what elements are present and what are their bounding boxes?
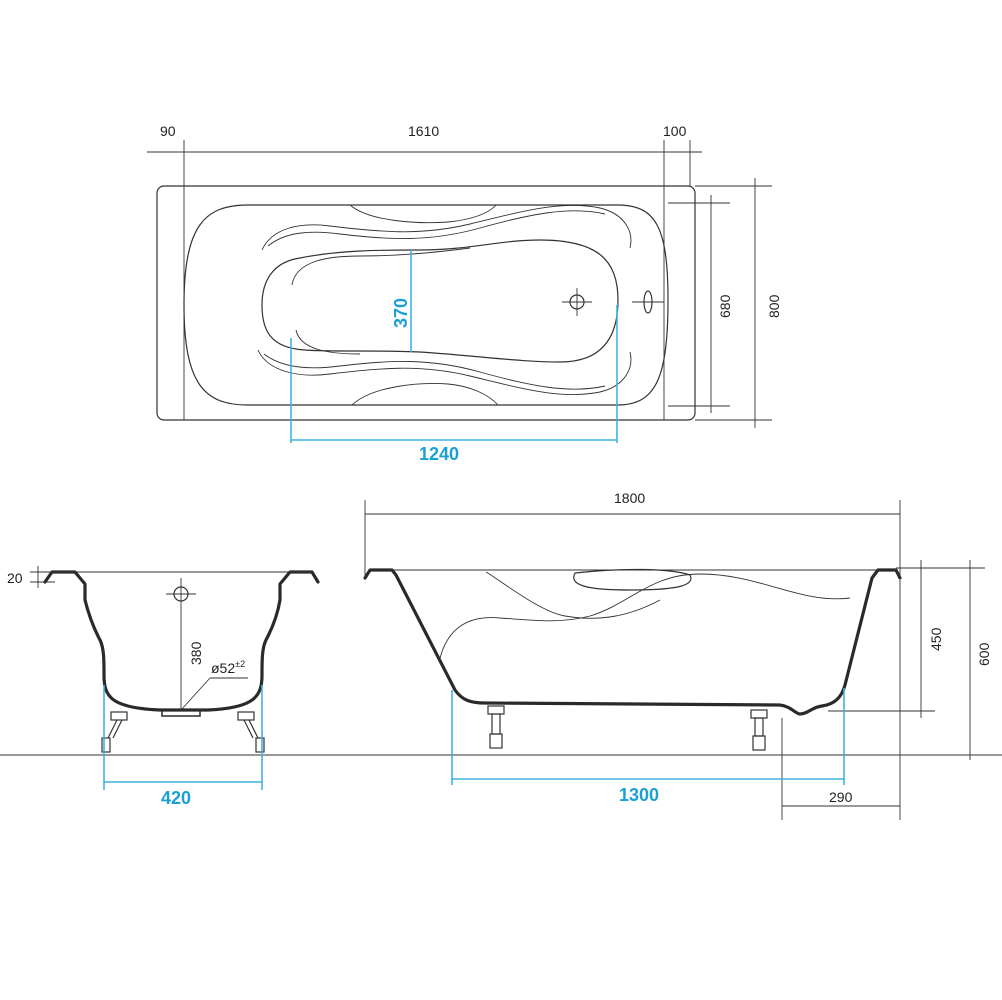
drain-diameter-tolerance: ±2 xyxy=(235,659,245,669)
end-blue-dimensions xyxy=(103,685,263,790)
dim-right-rim: 100 xyxy=(663,123,687,139)
dim-total-length: 1800 xyxy=(614,490,645,506)
top-view-wave-lower xyxy=(257,349,632,396)
side-view-wave xyxy=(439,573,851,659)
dim-leg-offset: 290 xyxy=(829,789,853,805)
top-view-wave-lower-2 xyxy=(263,353,606,390)
overflow-icon xyxy=(632,290,664,314)
dim-outer-width: 800 xyxy=(766,294,782,318)
end-drain-crosshair-icon xyxy=(166,578,196,710)
top-view-armrest-upper xyxy=(349,204,497,224)
side-view-handle-icon xyxy=(573,568,692,591)
dim-rim-height: 20 xyxy=(7,570,23,586)
end-view-outline xyxy=(43,570,320,712)
dim-bottom-width: 420 xyxy=(161,788,191,808)
side-total-length-lines xyxy=(364,500,901,578)
end-view-leg-right xyxy=(237,711,265,753)
top-view-armrest-lower xyxy=(351,383,499,406)
side-view-leg-left xyxy=(487,705,505,749)
dim-depth: 450 xyxy=(928,627,944,651)
dim-inner-length: 1610 xyxy=(408,123,439,139)
side-view-leg-right xyxy=(750,709,768,751)
top-view-floor-contour xyxy=(261,239,619,363)
top-view: 90 1610 100 680 800 370 1240 xyxy=(147,123,782,464)
side-view: 1800 450 600 290 1300 xyxy=(363,490,992,820)
dim-bottom-length-top: 1240 xyxy=(419,444,459,464)
top-view-wave-upper-2 xyxy=(267,210,606,247)
top-view-inner-basin xyxy=(183,204,669,406)
top-view-outer-rim xyxy=(156,185,696,421)
top-view-floor-inner-curve xyxy=(291,247,471,286)
dim-inner-width: 680 xyxy=(717,294,733,318)
side-height-lines xyxy=(828,560,985,760)
dim-drain-height: 380 xyxy=(188,641,204,665)
top-view-wave-upper xyxy=(261,204,632,251)
side-blue-dimensions xyxy=(451,688,845,785)
side-leg-offset-lines xyxy=(781,580,901,820)
dim-drain-diameter: ø52±2 xyxy=(211,659,245,676)
dim-total-height: 600 xyxy=(976,642,992,666)
side-view-outline xyxy=(363,568,902,716)
drain-crosshair-icon xyxy=(562,288,592,316)
drain-diameter-leader xyxy=(180,677,211,711)
top-dimension-lines xyxy=(147,140,702,420)
side-view-wave-top xyxy=(485,571,661,619)
top-blue-dimensions xyxy=(290,250,618,443)
end-view: 20 380 ø52±2 420 xyxy=(0,566,1002,808)
dim-left-rim: 90 xyxy=(160,123,176,139)
top-view-floor-inner-curve-2 xyxy=(295,329,361,355)
drain-diameter-value: ø52 xyxy=(211,660,235,676)
dim-bottom-length-side: 1300 xyxy=(619,785,659,805)
right-dimension-lines xyxy=(668,178,772,428)
end-rim-dimension-lines xyxy=(30,566,55,588)
end-view-leg-left xyxy=(101,711,128,753)
dim-seat-width: 370 xyxy=(391,298,411,328)
